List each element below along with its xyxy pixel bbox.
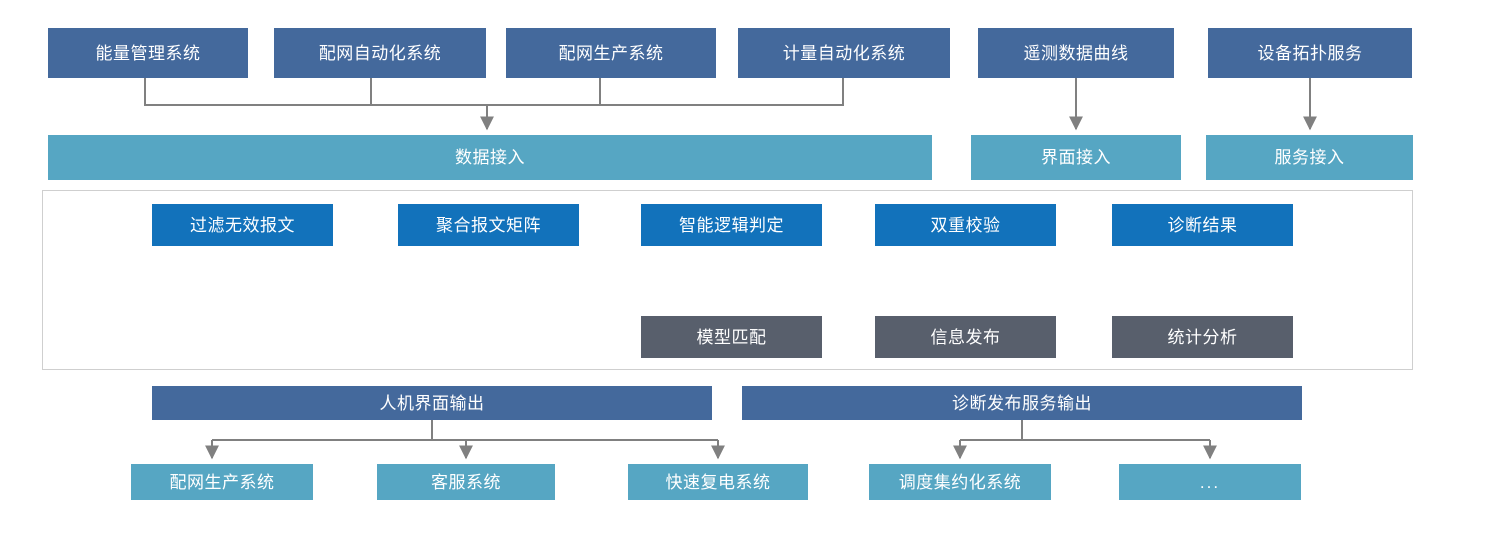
source-box-energy-management[interactable]: 能量管理系统 — [48, 28, 248, 78]
source-box-distribution-production[interactable]: 配网生产系统 — [506, 28, 716, 78]
source-box-telemetry-curve[interactable]: 遥测数据曲线 — [978, 28, 1174, 78]
left-output-fanout-connectors — [205, 420, 725, 460]
result-box-model-matching[interactable]: 模型匹配 — [641, 316, 822, 358]
source-box-device-topology-service[interactable]: 设备拓扑服务 — [1208, 28, 1412, 78]
consumer-box-more[interactable]: ... — [1119, 464, 1301, 500]
process-box-diagnosis-result[interactable]: 诊断结果 — [1112, 204, 1293, 246]
result-box-information-publishing[interactable]: 信息发布 — [875, 316, 1056, 358]
process-box-aggregate-message-matrix[interactable]: 聚合报文矩阵 — [398, 204, 579, 246]
process-box-double-verification[interactable]: 双重校验 — [875, 204, 1056, 246]
access-bar-service[interactable]: 服务接入 — [1206, 135, 1413, 180]
source-to-data-access-connectors — [144, 78, 844, 131]
result-box-statistical-analysis[interactable]: 统计分析 — [1112, 316, 1293, 358]
consumer-box-customer-service[interactable]: 客服系统 — [377, 464, 555, 500]
process-box-intelligent-logic-decision[interactable]: 智能逻辑判定 — [641, 204, 822, 246]
consumer-box-dispatch-intensive[interactable]: 调度集约化系统 — [869, 464, 1051, 500]
consumer-box-rapid-restoration[interactable]: 快速复电系统 — [628, 464, 808, 500]
consumer-box-distribution-production[interactable]: 配网生产系统 — [131, 464, 313, 500]
right-output-fanout-connectors — [953, 420, 1217, 460]
output-bar-human-machine-interface[interactable]: 人机界面输出 — [152, 386, 712, 420]
process-box-filter-invalid-messages[interactable]: 过滤无效报文 — [152, 204, 333, 246]
output-bar-diagnosis-publishing-service[interactable]: 诊断发布服务输出 — [742, 386, 1302, 420]
access-bar-ui[interactable]: 界面接入 — [971, 135, 1181, 180]
source-box-metering-automation[interactable]: 计量自动化系统 — [738, 28, 950, 78]
access-bar-data[interactable]: 数据接入 — [48, 135, 932, 180]
source-box-distribution-automation[interactable]: 配网自动化系统 — [274, 28, 486, 78]
